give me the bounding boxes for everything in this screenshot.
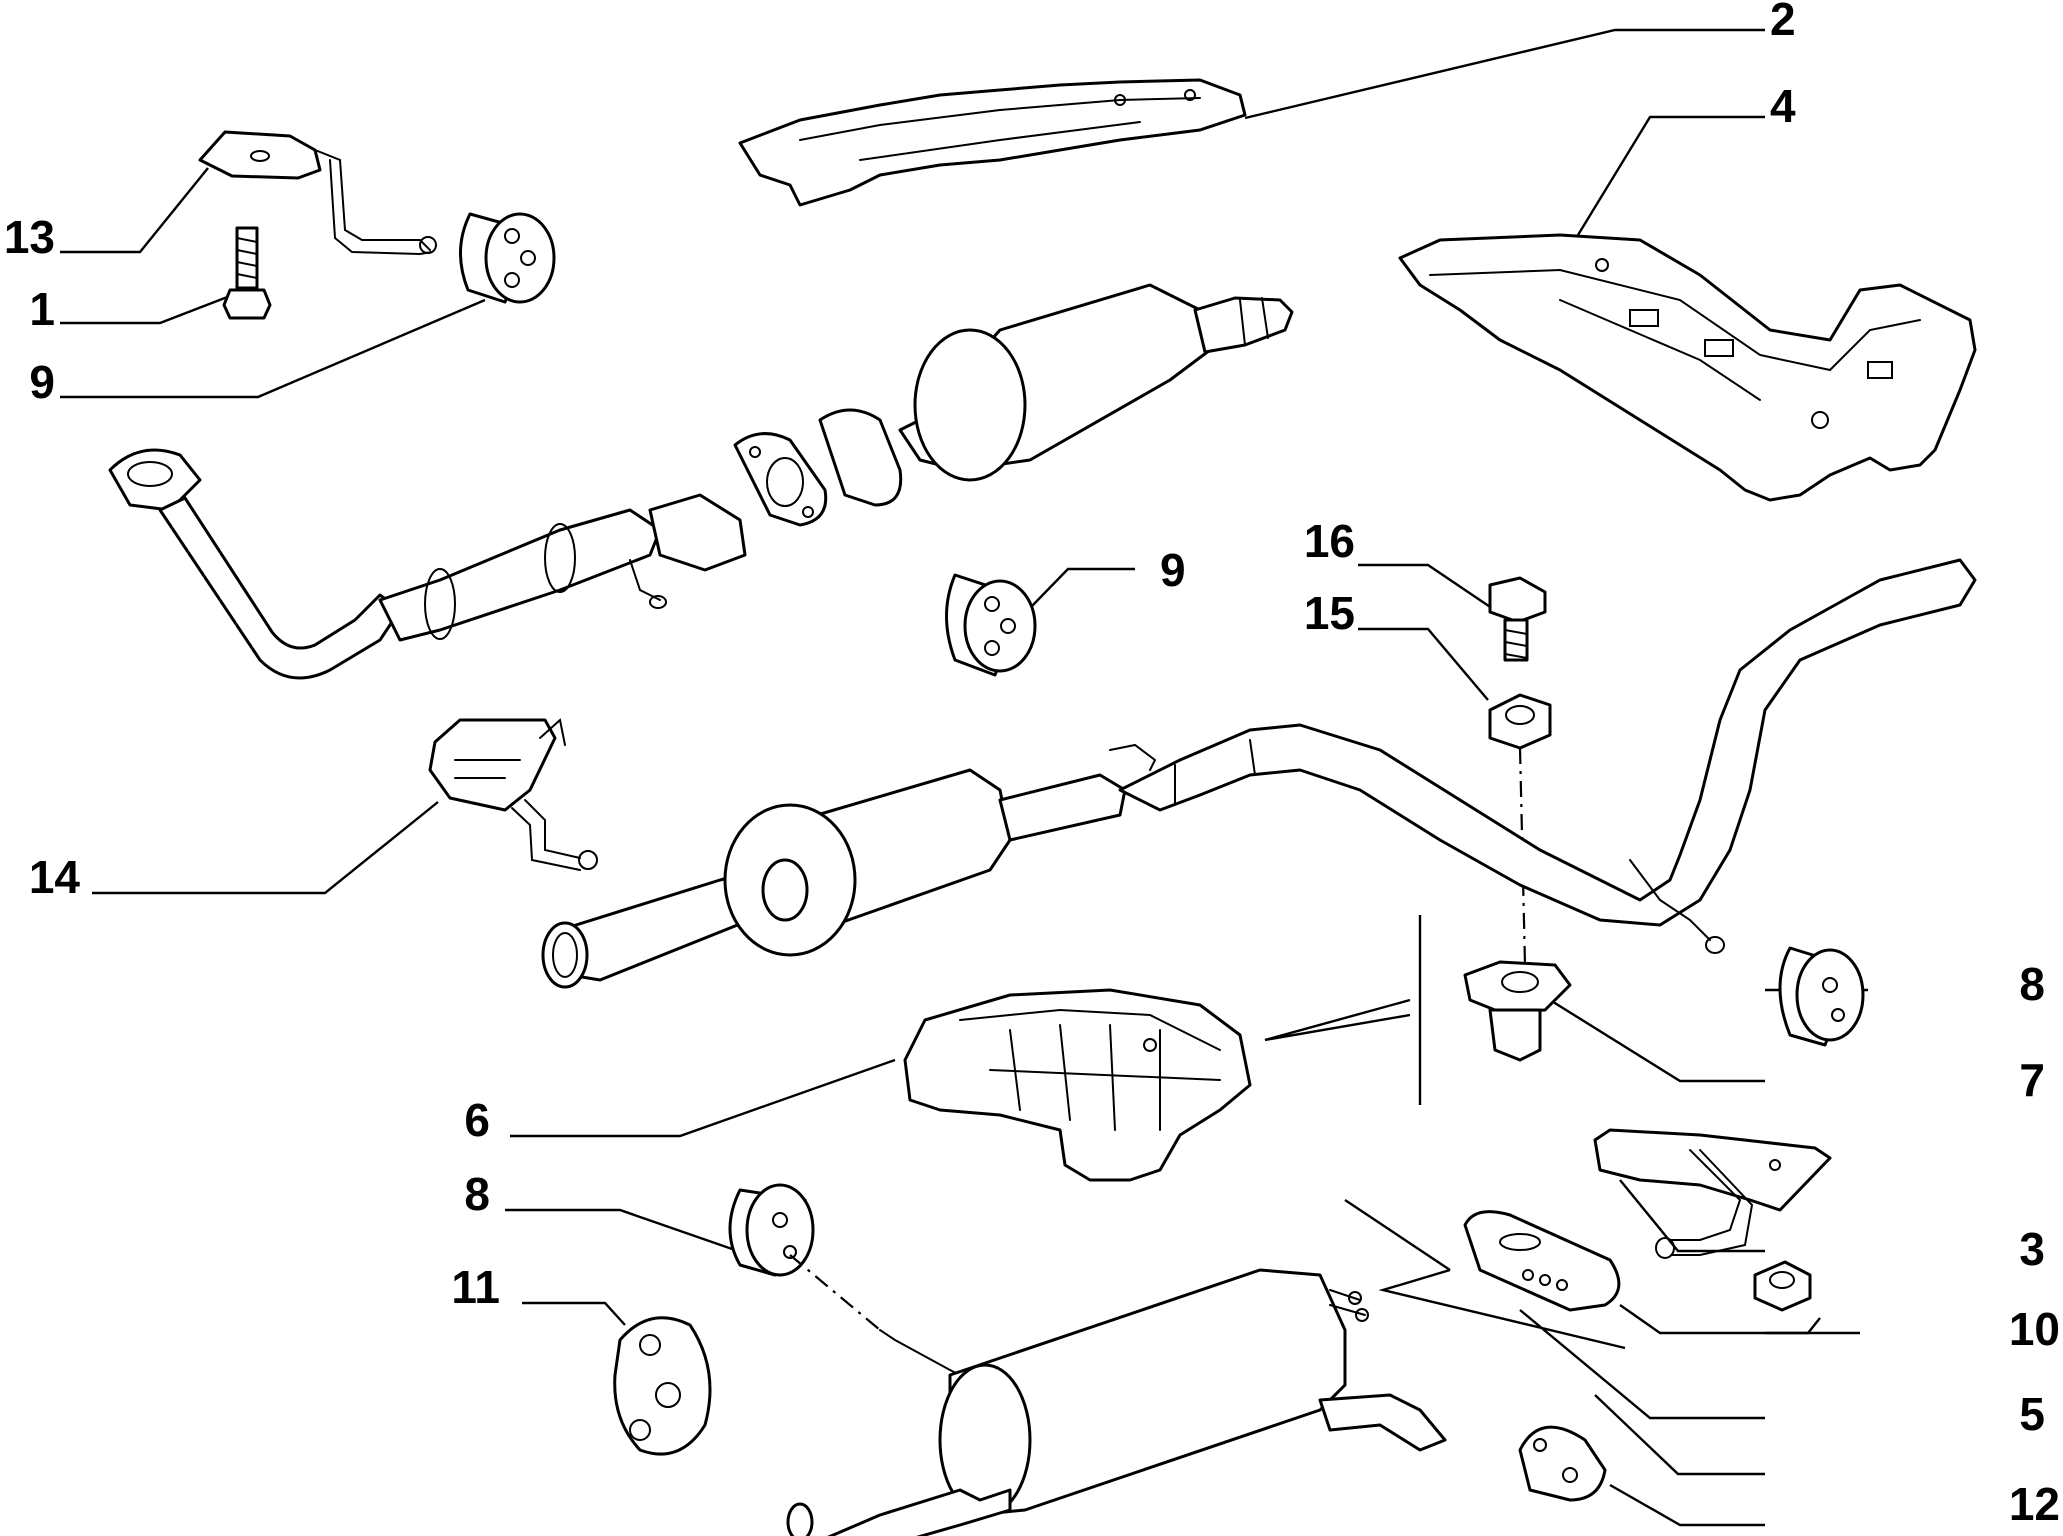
- callout-labels: 2 4 13 1 9 9 16 15 14 8 7 6 8 3 11 10 5 …: [4, 0, 2060, 1530]
- rear-silencer: [786, 1268, 1447, 1536]
- catalytic-converter: [818, 283, 1294, 507]
- flange-gasket: [733, 432, 828, 527]
- callout-6: 6: [464, 1094, 490, 1146]
- callout-8-right: 8: [2019, 958, 2045, 1010]
- callout-11: 13: [4, 211, 55, 263]
- callout-2: 2: [1770, 0, 1796, 45]
- bolt: [222, 226, 272, 320]
- hanger-bracket-rear: [1593, 1128, 1832, 1259]
- rubber-mount-upper: [458, 212, 556, 304]
- callout-7: 7: [2019, 1054, 2045, 1106]
- callout-10: 10: [2009, 1303, 2060, 1355]
- flange-gasket-triangular: [613, 1316, 712, 1456]
- callout-3: 3: [2019, 1223, 2045, 1275]
- rubber-insulator-mount: [1463, 960, 1572, 1062]
- rubber-mount-plate: [1463, 1210, 1621, 1312]
- callout-16: 16: [1304, 515, 1355, 567]
- hanger-bracket-mid: [428, 718, 598, 871]
- callout-9-middle: 9: [1160, 544, 1186, 596]
- callout-13: 12: [2009, 1478, 2060, 1530]
- heat-shield-front: [738, 78, 1247, 207]
- callout-14: 14: [29, 851, 81, 903]
- silencer-heat-shield: [903, 988, 1252, 1182]
- bolt-vertical: [1488, 576, 1547, 662]
- callout-4: 4: [1770, 80, 1796, 132]
- callout-15: 15: [1304, 587, 1355, 639]
- rubber-mount-right: [1778, 946, 1865, 1047]
- callout-8-left: 8: [464, 1168, 490, 1220]
- hanger-bracket-front: [198, 130, 437, 256]
- callout-9-upper: 9: [29, 356, 55, 408]
- callout-12: 11: [451, 1261, 500, 1313]
- front-pipe: [108, 448, 747, 680]
- callout-1: 1: [29, 283, 55, 335]
- leader-lines: [60, 28, 1868, 1527]
- heat-shield-rear: [1398, 233, 1977, 502]
- flange-gasket-small: [1518, 1425, 1607, 1502]
- middle-silencer: [541, 558, 1977, 989]
- rubber-mount-left: [728, 1183, 881, 1331]
- callout-5: 5: [2019, 1388, 2045, 1440]
- nut-lower: [1753, 1260, 1812, 1312]
- rubber-mount-middle: [945, 573, 1037, 677]
